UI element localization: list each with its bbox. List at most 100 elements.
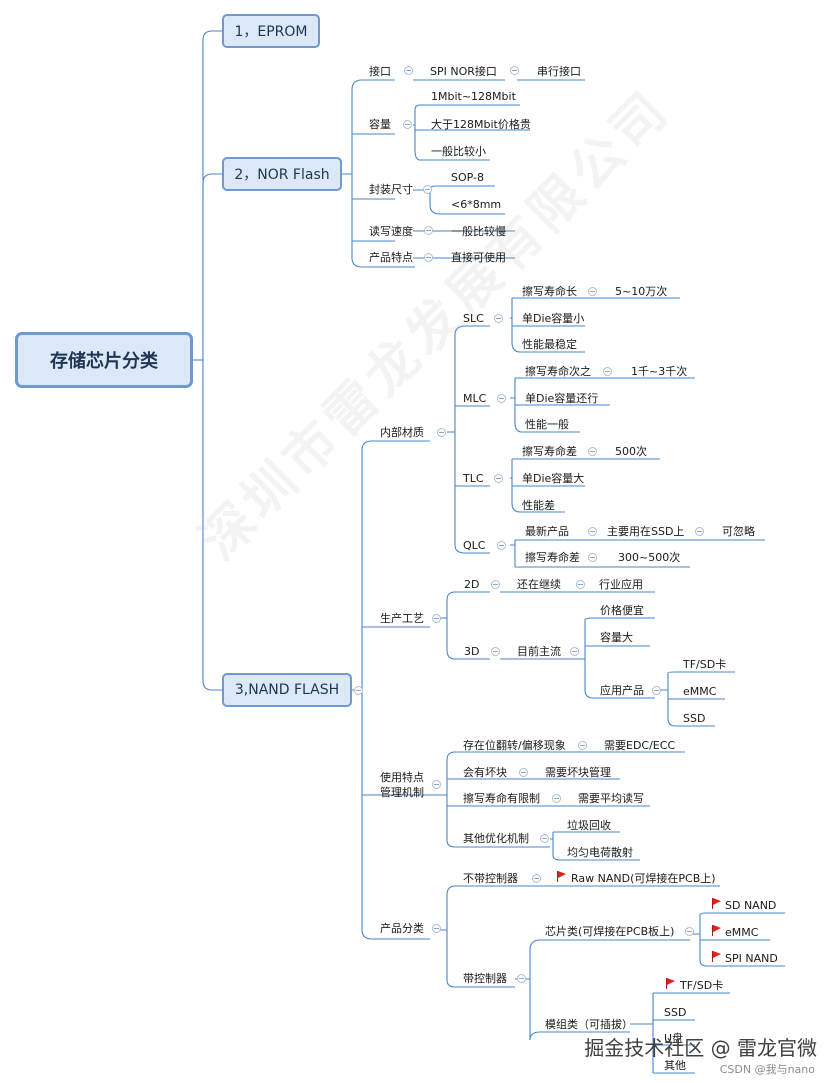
mlc-die-capacity: 单Die容量还行 — [525, 392, 599, 405]
collapse-icon[interactable] — [588, 447, 597, 456]
edge-nor-feat — [351, 257, 415, 268]
edge-u4-chain — [550, 831, 640, 861]
edge-qlc-trunk — [510, 539, 765, 568]
prod-no-controller: 不带控制器 — [463, 872, 518, 885]
collapse-icon[interactable] — [576, 580, 585, 589]
collapse-icon[interactable] — [423, 185, 432, 194]
nor-capacity-small: 一般比较小 — [431, 145, 486, 158]
nand-material: 内部材质 — [380, 426, 424, 439]
collapse-icon[interactable] — [603, 367, 612, 376]
collapse-icon[interactable] — [517, 974, 526, 983]
nor-package-size: <6*8mm — [451, 198, 502, 211]
collapse-icon[interactable] — [695, 527, 704, 536]
collapse-icon[interactable] — [532, 874, 541, 883]
collapse-icon[interactable] — [437, 428, 446, 437]
collapse-icon[interactable] — [497, 541, 506, 550]
module-other: 其他 — [664, 1059, 686, 1072]
module-tf-sd: TF/SD卡 — [680, 979, 724, 992]
nor-package-sop8: SOP-8 — [451, 171, 484, 184]
app-ssd: SSD — [683, 712, 706, 725]
collapse-icon[interactable] — [491, 647, 500, 656]
nand-slc: SLC — [463, 312, 484, 325]
edge-prod — [361, 929, 430, 940]
collapse-icon[interactable] — [578, 741, 587, 750]
collapse-icon[interactable] — [570, 647, 579, 656]
nor-rw-speed-value: 一般比较慢 — [451, 225, 506, 238]
usage-wear-leveling: 需要平均读写 — [578, 792, 644, 805]
edge-process-trunk — [440, 591, 490, 660]
nor-feature-value: 直接可使用 — [451, 251, 506, 264]
footer-credit: 掘金技术社区 @ 雷龙官微 — [584, 1036, 817, 1060]
branch-eprom[interactable]: 1，EPROM — [222, 14, 320, 48]
process-3d: 3D — [464, 645, 480, 658]
collapse-icon[interactable] — [494, 474, 503, 483]
collapse-icon[interactable] — [497, 394, 506, 403]
prod-with-controller: 带控制器 — [463, 972, 507, 985]
edge-cap-chain — [413, 104, 530, 161]
collapse-icon[interactable] — [519, 768, 528, 777]
edge-nor — [202, 173, 222, 200]
usage-bitflip: 存在位翻转/偏移现象 — [463, 739, 566, 752]
process-2d-continuing: 还在继续 — [517, 578, 561, 591]
process-2d-industrial: 行业应用 — [599, 578, 643, 591]
collapse-icon[interactable] — [403, 120, 412, 129]
root-node[interactable]: 存储芯片分类 — [15, 332, 193, 388]
qlc-endurance: 擦写寿命差 — [525, 551, 580, 564]
slc-endurance: 擦写寿命长 — [522, 285, 577, 298]
collapse-icon[interactable] — [652, 686, 661, 695]
edge-3d-chain — [500, 617, 655, 699]
prod-raw-nand: Raw NAND(可焊接在PCB上) — [571, 872, 716, 885]
usage-other: 其他优化机制 — [463, 832, 529, 845]
nand-usage-line1: 使用特点 — [380, 771, 424, 784]
nand-process: 生产工艺 — [380, 612, 424, 625]
collapse-icon[interactable] — [685, 927, 694, 936]
collapse-icon[interactable] — [588, 553, 597, 562]
collapse-icon[interactable] — [404, 66, 413, 75]
usage-endurance-limit: 擦写寿命有限制 — [463, 792, 540, 805]
collapse-icon[interactable] — [588, 287, 597, 296]
branch-nor-flash[interactable]: 2，NOR Flash — [222, 157, 342, 191]
edge-nand — [202, 360, 222, 691]
edge-usage-trunk — [430, 751, 685, 848]
chip-emmc: eMMC — [725, 926, 759, 939]
usage-bitflip-ecc: 需要EDC/ECC — [604, 739, 676, 752]
tlc-endurance: 擦写寿命差 — [522, 445, 577, 458]
edge-nor-trunk — [342, 90, 353, 258]
nor-feature: 产品特点 — [369, 251, 413, 264]
qlc-endurance-value: 300~500次 — [618, 551, 681, 564]
prod-chip-type: 芯片类(可焊接在PCB板上) — [545, 925, 675, 938]
collapse-icon[interactable] — [494, 314, 503, 323]
nand-usage-line2: 管理机制 — [380, 786, 424, 799]
nor-interface-serial: 串行接口 — [537, 65, 581, 78]
edge-slc-trunk — [510, 297, 680, 353]
collapse-icon[interactable] — [424, 226, 433, 235]
usage-gc: 垃圾回收 — [567, 819, 611, 832]
edge-material-trunk — [447, 335, 456, 545]
edge-prod-trunk — [440, 885, 720, 988]
module-udisk: U盘 — [664, 1032, 684, 1045]
collapse-icon[interactable] — [510, 66, 519, 75]
collapse-icon[interactable] — [540, 834, 549, 843]
edge-qlc — [454, 544, 490, 554]
collapse-icon[interactable] — [354, 686, 363, 695]
mlc-performance: 性能一般 — [525, 418, 569, 431]
slc-die-capacity: 单Die容量小 — [522, 312, 585, 325]
collapse-icon[interactable] — [588, 527, 597, 536]
branch-nand-flash[interactable]: 3,NAND FLASH — [222, 673, 352, 707]
collapse-icon[interactable] — [432, 780, 441, 789]
collapse-icon[interactable] — [424, 253, 433, 262]
process-3d-apps: 应用产品 — [600, 684, 644, 697]
collapse-icon[interactable] — [552, 794, 561, 803]
collapse-icon[interactable] — [432, 614, 441, 623]
collapse-icon[interactable] — [491, 580, 500, 589]
nand-mlc: MLC — [463, 392, 487, 405]
usage-badblock-mgmt: 需要坏块管理 — [545, 766, 611, 779]
nand-tlc: TLC — [463, 472, 484, 485]
collapse-icon[interactable] — [432, 924, 441, 933]
module-ssd: SSD — [664, 1006, 687, 1019]
usage-badblock: 会有坏块 — [463, 766, 507, 779]
nor-capacity-expensive: 大于128Mbit价格贵 — [431, 118, 531, 131]
slc-performance: 性能最稳定 — [522, 338, 577, 351]
tlc-endurance-value: 500次 — [615, 445, 647, 458]
